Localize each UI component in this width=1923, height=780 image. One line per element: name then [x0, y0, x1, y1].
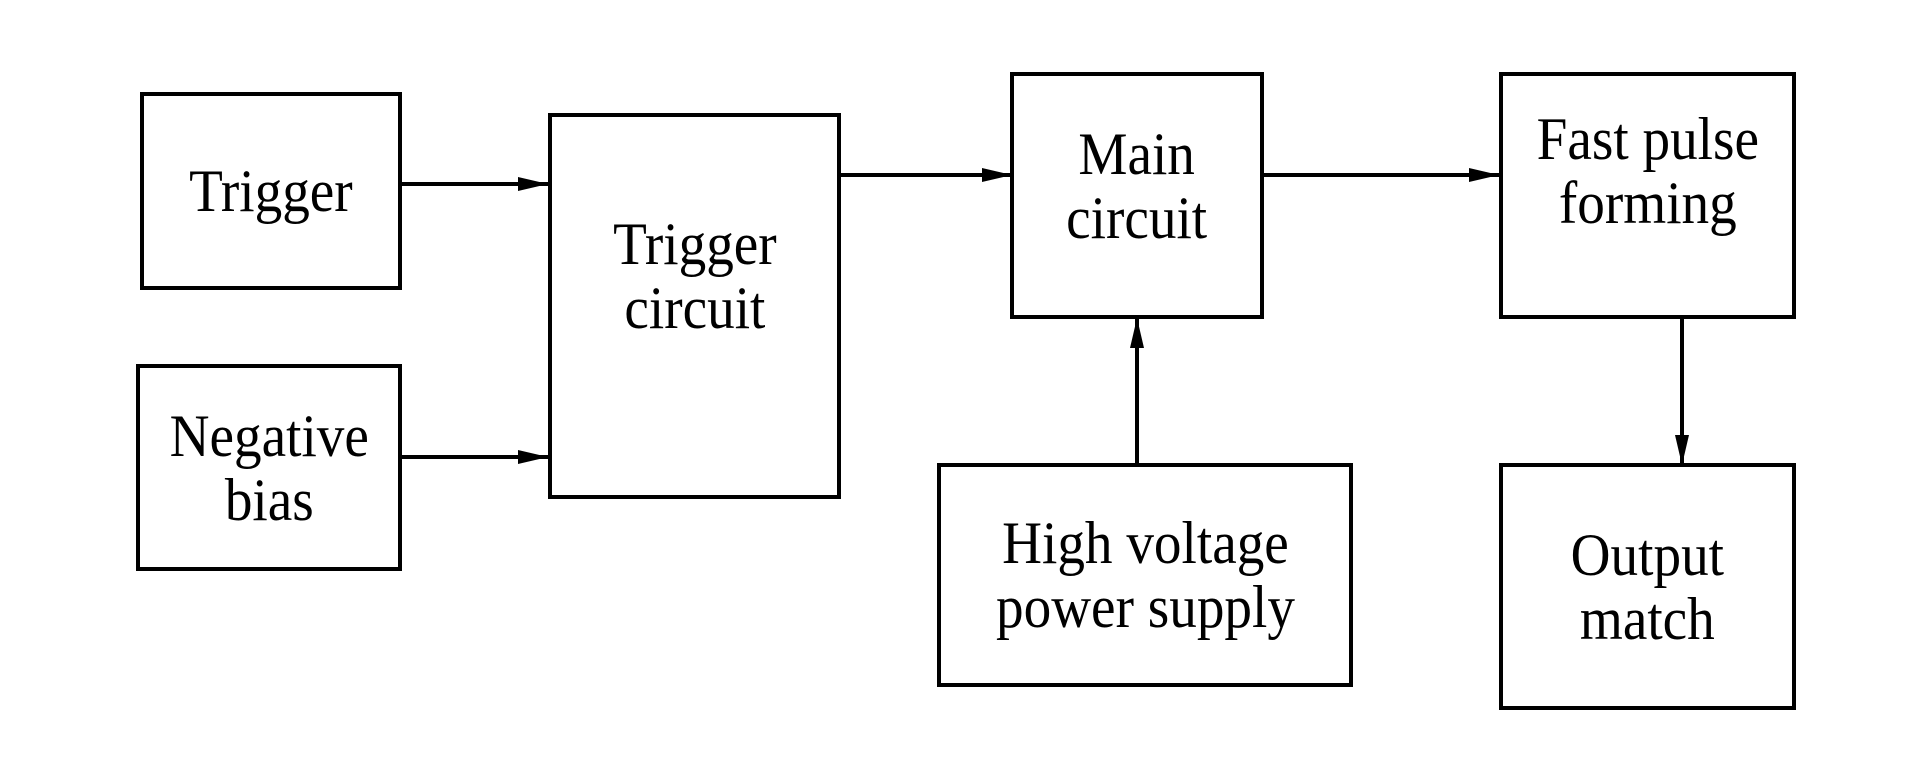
high-voltage-power-supply-block: High voltage power supply [937, 463, 1353, 687]
main-circuit-label-line2: circuit [1066, 184, 1208, 251]
trigger-circuit-label-line2: circuit [623, 275, 765, 341]
trigger-block: Trigger [140, 92, 402, 290]
fast-pulse-label-line1: Fast pulse [1536, 105, 1759, 172]
trigger-label: Trigger [189, 158, 353, 224]
main-circuit-label-line1: Main [1078, 120, 1196, 187]
negative-bias-label-line1: Negative [169, 402, 369, 469]
fast-pulse-label-line2: forming [1558, 169, 1737, 236]
high-voltage-label-line2: power supply [995, 574, 1295, 640]
output-match-label-line2: match [1580, 585, 1715, 652]
negative-bias-label-line2: bias [224, 466, 314, 533]
trigger-circuit-block: Trigger circuit [548, 113, 841, 499]
trigger-circuit-label-line1: Trigger [612, 211, 777, 277]
main-circuit-block: Main circuit [1010, 72, 1264, 319]
output-match-label-line1: Output [1570, 521, 1725, 588]
fast-pulse-forming-block: Fast pulse forming [1499, 72, 1796, 319]
negative-bias-block: Negative bias [136, 364, 402, 571]
output-match-block: Output match [1499, 463, 1796, 710]
high-voltage-label-line1: High voltage [1001, 510, 1289, 576]
